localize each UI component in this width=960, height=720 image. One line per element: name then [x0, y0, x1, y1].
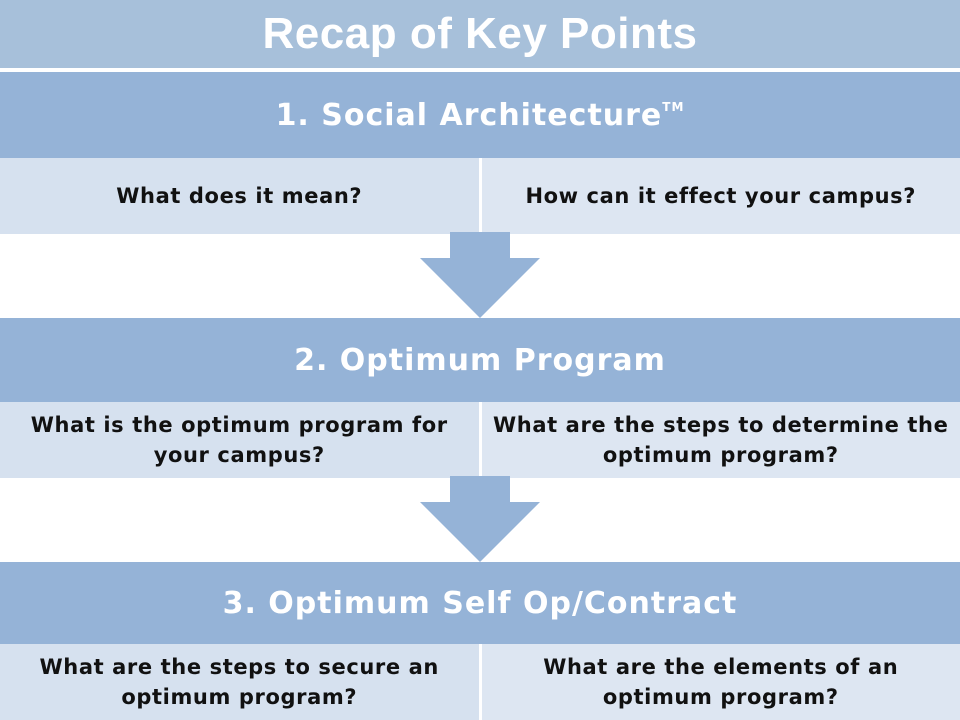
level-3-header: 3. Optimum Self Op/Contract [0, 562, 960, 644]
level-3-items: What are the steps to secure an optimum … [0, 644, 960, 720]
level-1-item-2: How can it effect your campus? [481, 158, 960, 234]
level-3-item-1: What are the steps to secure an optimum … [0, 644, 482, 720]
level-1-item-1: What does it mean? [0, 158, 482, 234]
down-arrow-2 [420, 476, 540, 562]
level-2-header: 2. Optimum Program [0, 318, 960, 402]
level-1-items: What does it mean? How can it effect you… [0, 158, 960, 234]
level-3-item-2: What are the elements of an optimum prog… [481, 644, 960, 720]
trademark-mark: TM [662, 99, 685, 114]
level-3-label: 3. Optimum Self Op/Contract [222, 585, 738, 621]
level-2-label: 2. Optimum Program [294, 342, 666, 378]
level-2-item-2: What are the steps to determine the opti… [481, 402, 960, 478]
level-2-items: What is the optimum program for your cam… [0, 402, 960, 478]
down-arrow-1 [420, 232, 540, 318]
level-1-header: 1. Social ArchitectureTM [0, 72, 960, 158]
slide-title-bar: Recap of Key Points [0, 0, 960, 68]
level-1-label: 1. Social ArchitectureTM [275, 97, 685, 133]
slide-title: Recap of Key Points [262, 9, 698, 58]
level-2-item-1: What is the optimum program for your cam… [0, 402, 482, 478]
